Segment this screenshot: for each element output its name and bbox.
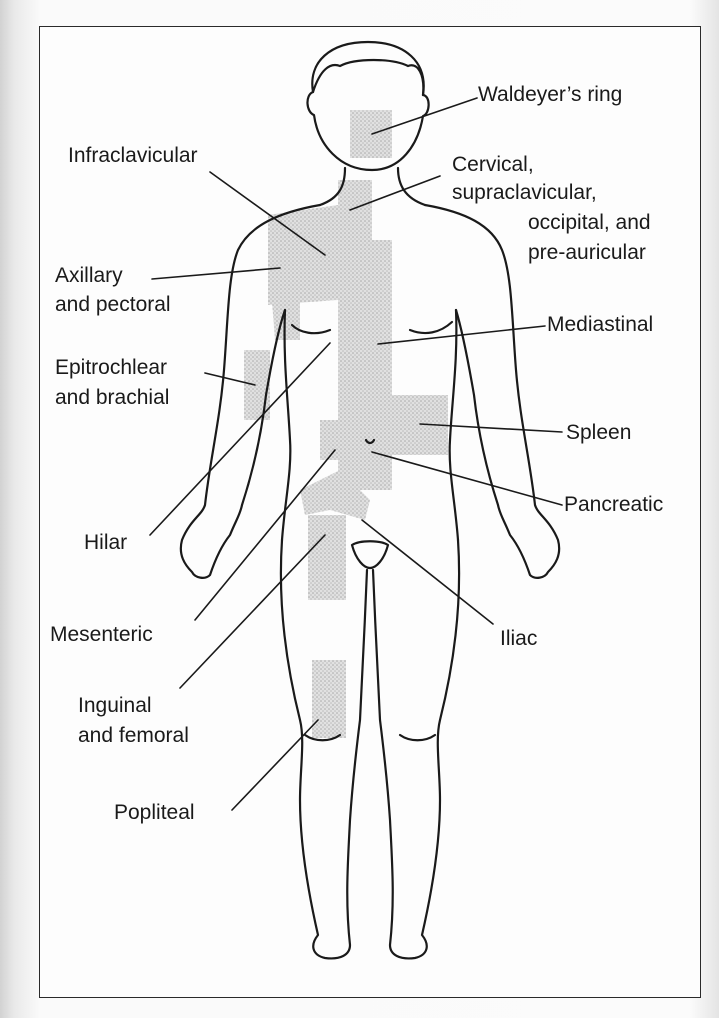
label-cervical-line2: supraclavicular, [452, 180, 597, 205]
popliteal-region [312, 660, 346, 738]
inguinal-region [308, 515, 346, 600]
right-knee [400, 735, 435, 740]
label-spleen: Spleen [566, 420, 631, 445]
epitrochlear-region [244, 350, 270, 420]
label-hilar: Hilar [84, 530, 127, 555]
label-inguinal-line2: and femoral [78, 723, 189, 748]
label-epitrochlear-line1: Epitrochlear [55, 355, 167, 380]
label-pancreatic: Pancreatic [564, 492, 663, 517]
label-cervical-line3: occipital, and [528, 210, 651, 235]
leader-axillary [152, 268, 280, 279]
label-mediastinal: Mediastinal [547, 312, 653, 337]
node-regions [244, 110, 448, 738]
leader-pancreatic [372, 452, 562, 505]
label-inguinal-line1: Inguinal [78, 693, 152, 718]
leader-iliac [362, 520, 493, 624]
label-iliac: Iliac [500, 626, 537, 651]
right-leg [373, 540, 459, 958]
waldeyers-ring-region [350, 110, 392, 158]
label-cervical-line1: Cervical, [452, 152, 534, 177]
label-waldeyers-ring: Waldeyer’s ring [478, 82, 622, 107]
leader-popliteal [232, 720, 318, 810]
hair-outline [313, 60, 423, 95]
label-axillary-line1: Axillary [55, 263, 123, 288]
groin [352, 541, 388, 568]
label-cervical-line4: pre-auricular [528, 240, 646, 265]
mediastinal-region [338, 240, 392, 490]
leader-hilar [150, 343, 330, 535]
cervical-region [338, 180, 372, 240]
label-axillary-line2: and pectoral [55, 292, 171, 317]
label-popliteal: Popliteal [114, 800, 195, 825]
label-infraclavicular: Infraclavicular [68, 143, 198, 168]
label-epitrochlear-line2: and brachial [55, 385, 169, 410]
left-leg [281, 540, 367, 958]
label-mesenteric: Mesenteric [50, 622, 153, 647]
right-pec [410, 322, 452, 333]
